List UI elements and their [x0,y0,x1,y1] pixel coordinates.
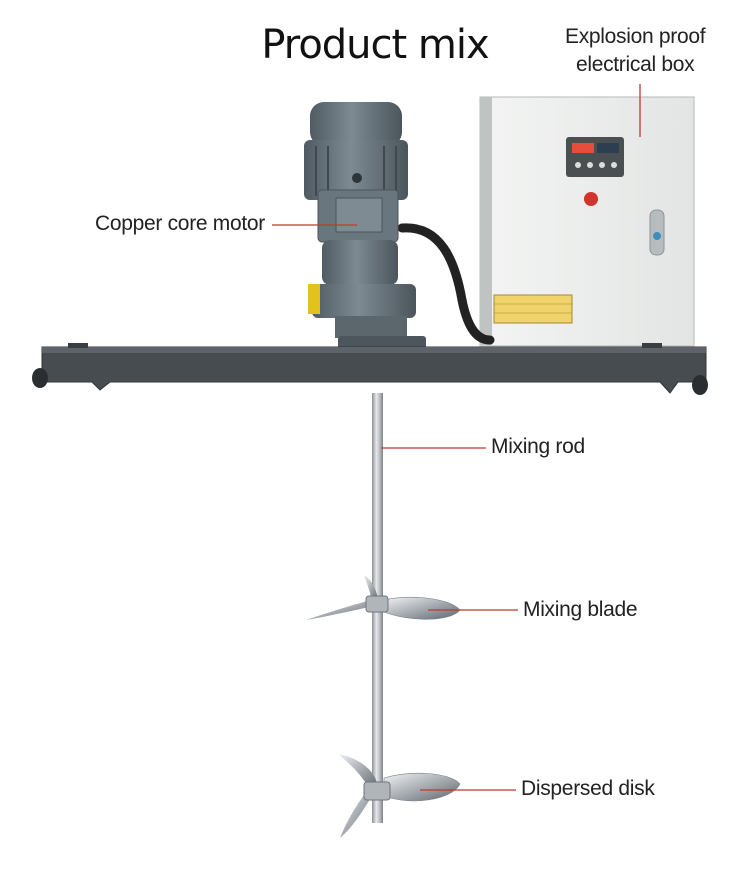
nameplate [493,294,573,324]
mounting-frame [32,343,708,395]
yellow-tag [308,284,320,314]
dispersed-disk [338,754,461,838]
label-rod: Mixing rod [491,435,585,458]
label-blade: Mixing blade [523,598,638,621]
electrical-box [479,96,695,355]
label-electrical-box-line2: electrical box [575,53,695,76]
label-electrical-box: Explosion proof electrical box [565,23,706,79]
label-electrical-box-line1: Explosion proof [565,25,706,48]
stop-button-icon [584,192,598,206]
power-cable [397,223,495,345]
label-disk: Dispersed disk [521,777,655,800]
label-motor: Copper core motor [95,212,265,235]
leader-lines [272,84,641,791]
mixing-blade [306,575,461,620]
page-title: Product mix [261,22,489,68]
